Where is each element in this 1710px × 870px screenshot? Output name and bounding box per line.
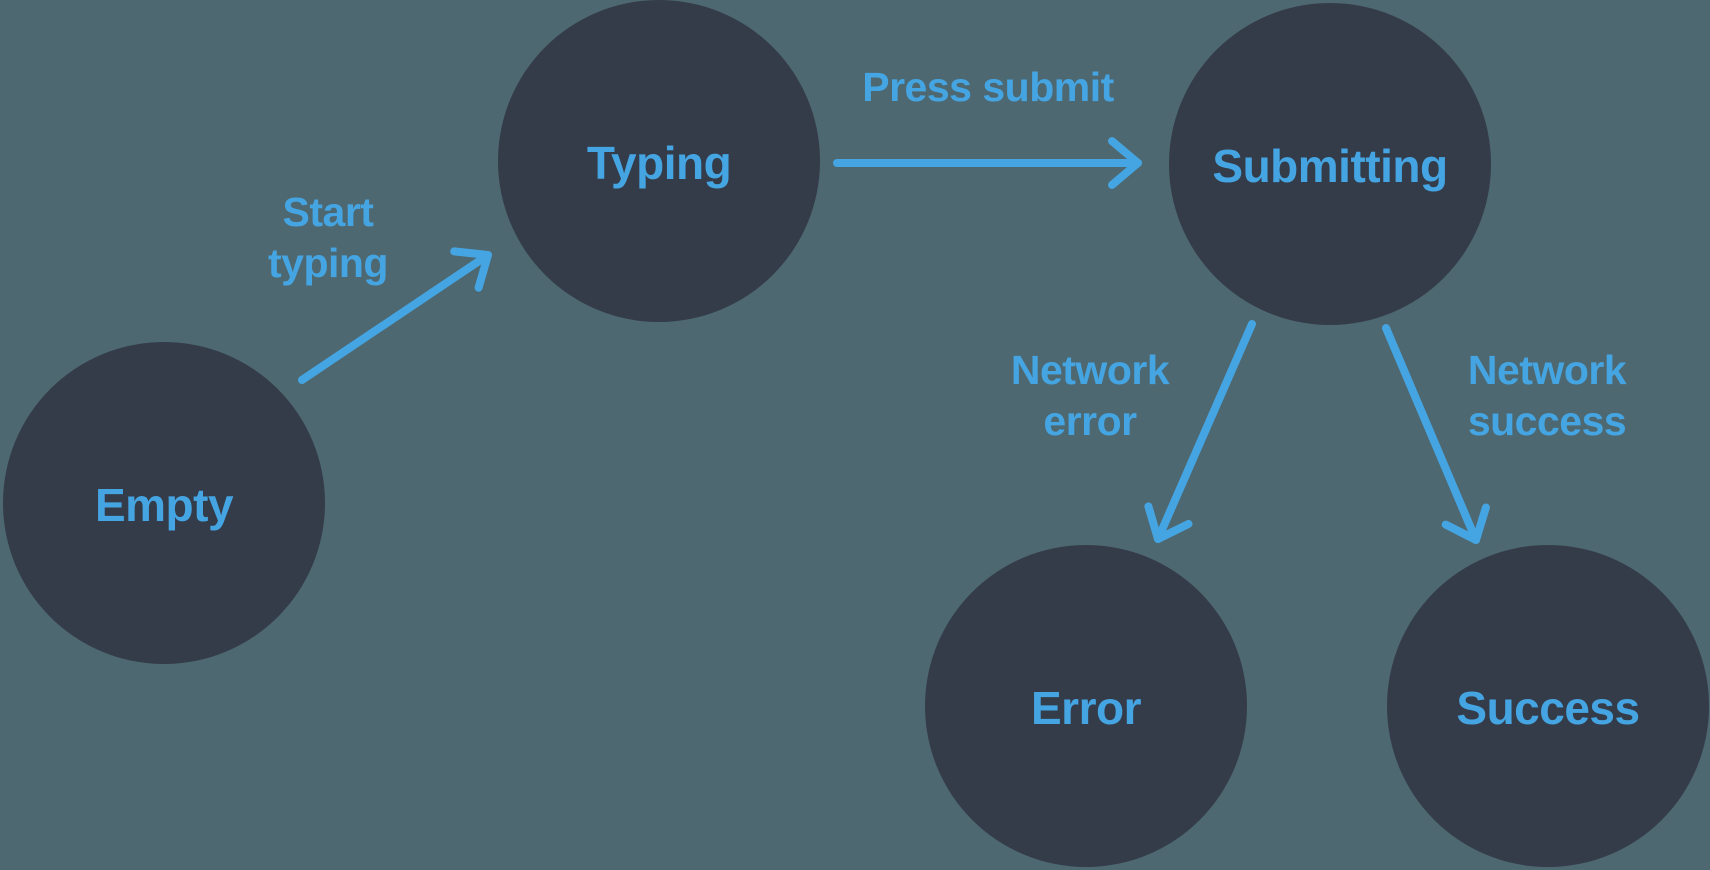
state-label-typing: Typing — [587, 137, 731, 189]
state-circle-submitting — [1169, 3, 1491, 325]
transition-network-success: Network success — [1382, 324, 1627, 544]
state-circle-typing — [498, 0, 820, 322]
transition-label-start-typing-line1: Start — [283, 189, 375, 235]
transition-network-error: Network error — [1011, 320, 1256, 543]
state-node-submitting: Submitting — [1169, 3, 1491, 325]
state-label-submitting: Submitting — [1212, 140, 1447, 192]
arrowhead-icon — [1108, 137, 1142, 189]
state-circle-success — [1387, 545, 1709, 867]
state-circle-error — [925, 545, 1247, 867]
transition-label-network-error-line2: error — [1043, 398, 1137, 444]
arrow-shaft — [1154, 320, 1256, 543]
state-label-empty: Empty — [95, 479, 234, 531]
transition-label-press-submit: Press submit — [862, 64, 1114, 110]
state-node-success: Success — [1387, 545, 1709, 867]
transition-press-submit: Press submit — [833, 64, 1142, 189]
state-label-error: Error — [1031, 682, 1142, 734]
state-node-typing: Typing — [498, 0, 820, 322]
transition-label-network-success-line1: Network — [1468, 347, 1627, 393]
transition-start-typing: Start typing — [268, 189, 492, 384]
state-label-success: Success — [1456, 682, 1639, 734]
arrowhead-icon — [1144, 502, 1193, 543]
transition-label-network-success-line2: success — [1468, 398, 1626, 444]
state-node-empty: Empty — [3, 342, 325, 664]
arrowhead-icon — [450, 247, 492, 292]
transition-label-start-typing-line2: typing — [268, 240, 388, 286]
transition-label-network-error-line1: Network — [1011, 347, 1170, 393]
state-circle-empty — [3, 342, 325, 664]
arrowhead-icon — [1441, 503, 1490, 544]
state-node-error: Error — [925, 545, 1247, 867]
arrow-shaft — [1382, 324, 1480, 544]
arrow-shaft — [298, 251, 492, 384]
